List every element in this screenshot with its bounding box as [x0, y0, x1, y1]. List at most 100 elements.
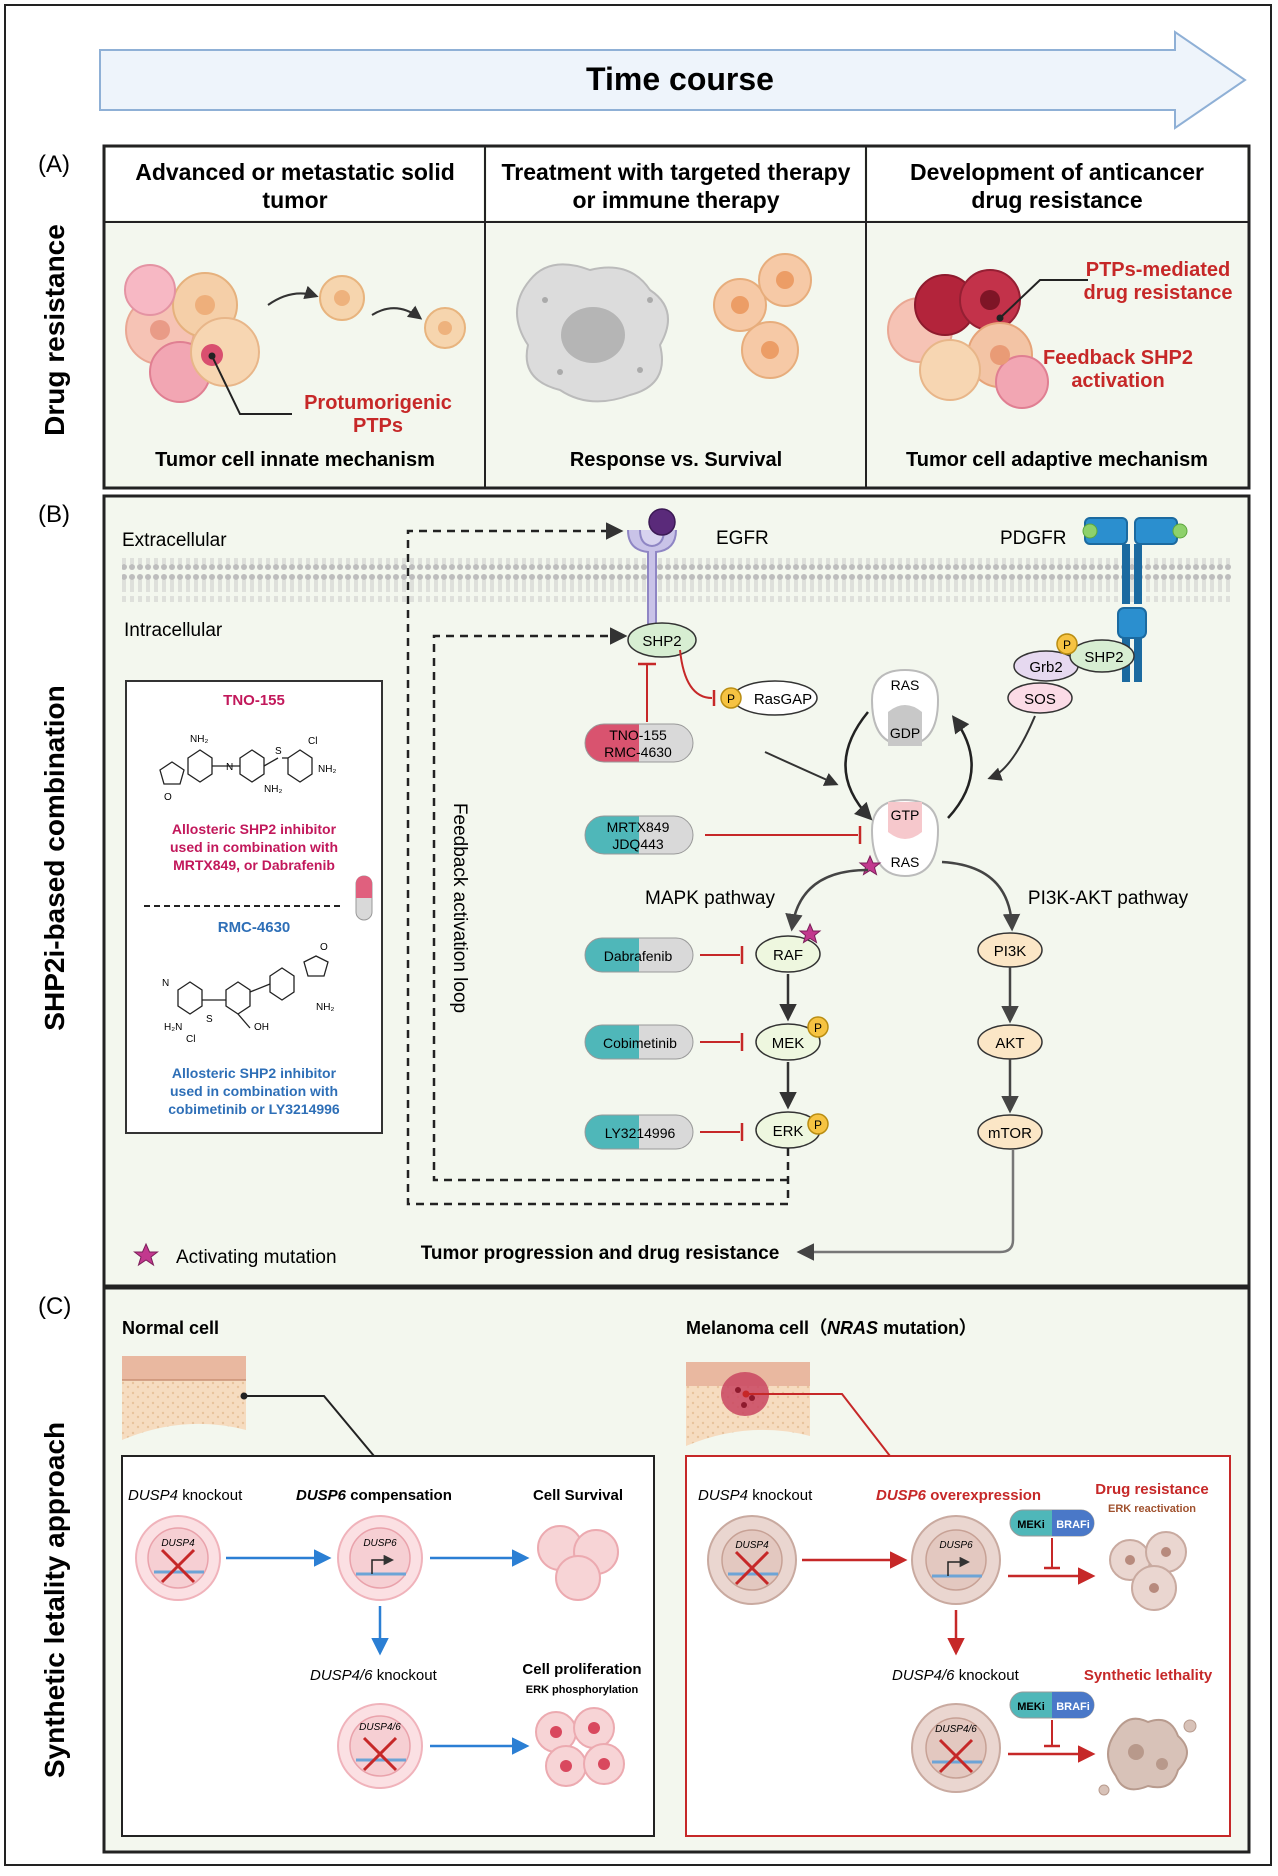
m-dusp6-cell-label: DUSP6 [939, 1540, 973, 1551]
mutation-star-raf [798, 922, 822, 944]
dabrafenib-drug-pill: Dabrafenib [584, 937, 694, 973]
n-erk-phos: ERK phosphorylation [526, 1684, 639, 1696]
phospho-p-label: P [1063, 638, 1071, 652]
box-rmc-desc-l3: cobimetinib or LY3214996 [168, 1101, 340, 1117]
panel-b-label: (B) [38, 501, 70, 528]
rmc-o: O [320, 942, 328, 953]
time-course-arrow: Time course [99, 30, 1247, 130]
pill-rmc-label: RMC-4630 [604, 744, 672, 760]
akt-label: AKT [995, 1035, 1024, 1052]
erk-phospho-icon [807, 1113, 829, 1135]
cell-membrane [122, 558, 1232, 602]
tno-cl: Cl [308, 736, 317, 747]
ptps-resistance-l1: PTPs-mediated [1086, 259, 1230, 281]
m-dusp6-cell-icon [911, 1515, 1001, 1605]
n-cell-prolif: Cell proliferation [522, 1661, 641, 1678]
m-resistant-cells-icon [1109, 1531, 1187, 1611]
col3-caption: Tumor cell adaptive mechanism [906, 449, 1208, 471]
protumorigenic-label-l2: PTPs [353, 415, 403, 437]
tno-rmc-drug-pill: TNO-155 RMC-4630 [584, 723, 694, 763]
tno-nh2-b: NH₂ [318, 764, 336, 775]
capsule-icon [355, 875, 373, 921]
melanoma-title: Melanoma cell（NRAS mutation） [686, 1318, 977, 1338]
mek-label: MEK [772, 1035, 805, 1052]
panel-c-side-label: Synthetic letality approach [39, 1422, 70, 1778]
box-rmc-desc-l1: Allosteric SHP2 inhibitor [172, 1065, 337, 1081]
m-dusp46-cell-icon [911, 1703, 1001, 1793]
tno-o: O [164, 792, 172, 803]
m-erk-react: ERK reactivation [1108, 1503, 1196, 1515]
pdgfr-receptor-icon [1082, 517, 1188, 682]
mtor-label: mTOR [988, 1125, 1032, 1142]
n-dusp4-ko: DUSP4 knockout [128, 1487, 243, 1504]
col1-title-l1: Advanced or metastatic solid [135, 159, 455, 185]
erk-label: ERK [773, 1123, 804, 1140]
pi3k-label: PI3K [994, 943, 1027, 960]
tno155-structure-icon [159, 749, 313, 785]
tumor-cluster-icon [124, 264, 260, 403]
panel-a: Advanced or metastatic solid tumor Treat… [102, 144, 1251, 490]
rmc-oh: OH [254, 1022, 269, 1033]
n-dusp6-cell-icon [337, 1515, 423, 1601]
meki-bottom-label: MEKi [1017, 1701, 1045, 1713]
mrtx-jdq-drug-pill: MRTX849 JDQ443 [584, 815, 694, 855]
normal-cell-title: Normal cell [122, 1318, 219, 1338]
rmc-s: S [206, 1014, 213, 1025]
pi3k-akt-label: PI3K-AKT pathway [1028, 888, 1189, 909]
brafi-top-label: BRAFi [1056, 1519, 1090, 1531]
m-dusp4-cell-label: DUSP4 [735, 1540, 769, 1551]
n-cell-survival: Cell Survival [533, 1487, 623, 1504]
col2-title-l1: Treatment with targeted therapy [502, 159, 851, 185]
cobimetinib-drug-pill: Cobimetinib [584, 1024, 694, 1060]
pill-cob-label: Cobimetinib [603, 1035, 677, 1051]
egfr-label: EGFR [716, 528, 769, 549]
panel-a-label: (A) [38, 151, 70, 178]
feedback-shp2-l1: Feedback SHP2 [1043, 347, 1193, 369]
box-rmc-desc-l2: used in combination with [170, 1083, 338, 1099]
col2-caption: Response vs. Survival [570, 449, 782, 471]
box-rmc-title: RMC-4630 [218, 919, 291, 936]
progression-label: Tumor progression and drug resistance [421, 1243, 780, 1264]
intracellular-label: Intracellular [124, 620, 223, 641]
panel-b-side-label: SHP2i-based combination [39, 685, 70, 1030]
tno-nh2-c: NH₂ [264, 784, 282, 795]
raf-label: RAF [773, 947, 803, 964]
tno-nh2: NH₂ [190, 734, 208, 745]
rmc-n: N [162, 978, 169, 989]
erk-phospho-label: P [814, 1118, 822, 1132]
panel-c-label: (C) [38, 1293, 71, 1320]
shp2-pdgfr-label: SHP2 [1084, 649, 1123, 666]
grb2-label: Grb2 [1029, 659, 1062, 676]
pill-ly-label: LY3214996 [605, 1125, 676, 1141]
col3-title-l2: drug resistance [971, 187, 1142, 213]
sos-node [1007, 682, 1073, 714]
ras-gtp-icon [870, 798, 940, 878]
rmc-cl: Cl [186, 1034, 195, 1045]
rmc4630-structure-icon [177, 955, 329, 1029]
normal-skin-icon [122, 1356, 246, 1440]
surviving-cells-icon [713, 253, 812, 379]
mek-phospho-icon [807, 1016, 829, 1038]
raf-node [755, 935, 821, 973]
m-dusp4-cell-icon [707, 1515, 797, 1605]
n-dusp6-comp: DUSP6 compensation [296, 1487, 452, 1504]
shp2-node [627, 622, 697, 658]
legend-star-icon [133, 1242, 159, 1267]
mek-node [755, 1023, 821, 1061]
shp2-pdgfr-node [1069, 639, 1135, 673]
col3-title-l1: Development of anticancer [910, 159, 1204, 185]
rasgap-label: RasGAP [754, 691, 812, 708]
meki-top-label: MEKi [1017, 1519, 1045, 1531]
pdgfr-label: PDGFR [1000, 528, 1067, 549]
rasgap-phospho-label: P [727, 692, 735, 706]
panel-c: Normal cell Melanoma cell（NRAS mutation）… [102, 1286, 1251, 1854]
feedback-loop-label: Feedback activation loop [449, 803, 470, 1013]
box-tno-desc-l3: MRTX849, or Dabrafenib [173, 857, 335, 873]
panel-b: Extracellular Intracellular EGFR PDGFR S… [102, 494, 1251, 1288]
meki-brafi-pill-bottom: MEKi BRAFi [1009, 1691, 1095, 1719]
box-tno-title: TNO-155 [223, 692, 285, 709]
rasgap-phospho-icon [720, 687, 742, 709]
n-dusp46-ko: DUSP4/6 knockout [310, 1667, 438, 1684]
col1-title-l2: tumor [262, 187, 327, 213]
